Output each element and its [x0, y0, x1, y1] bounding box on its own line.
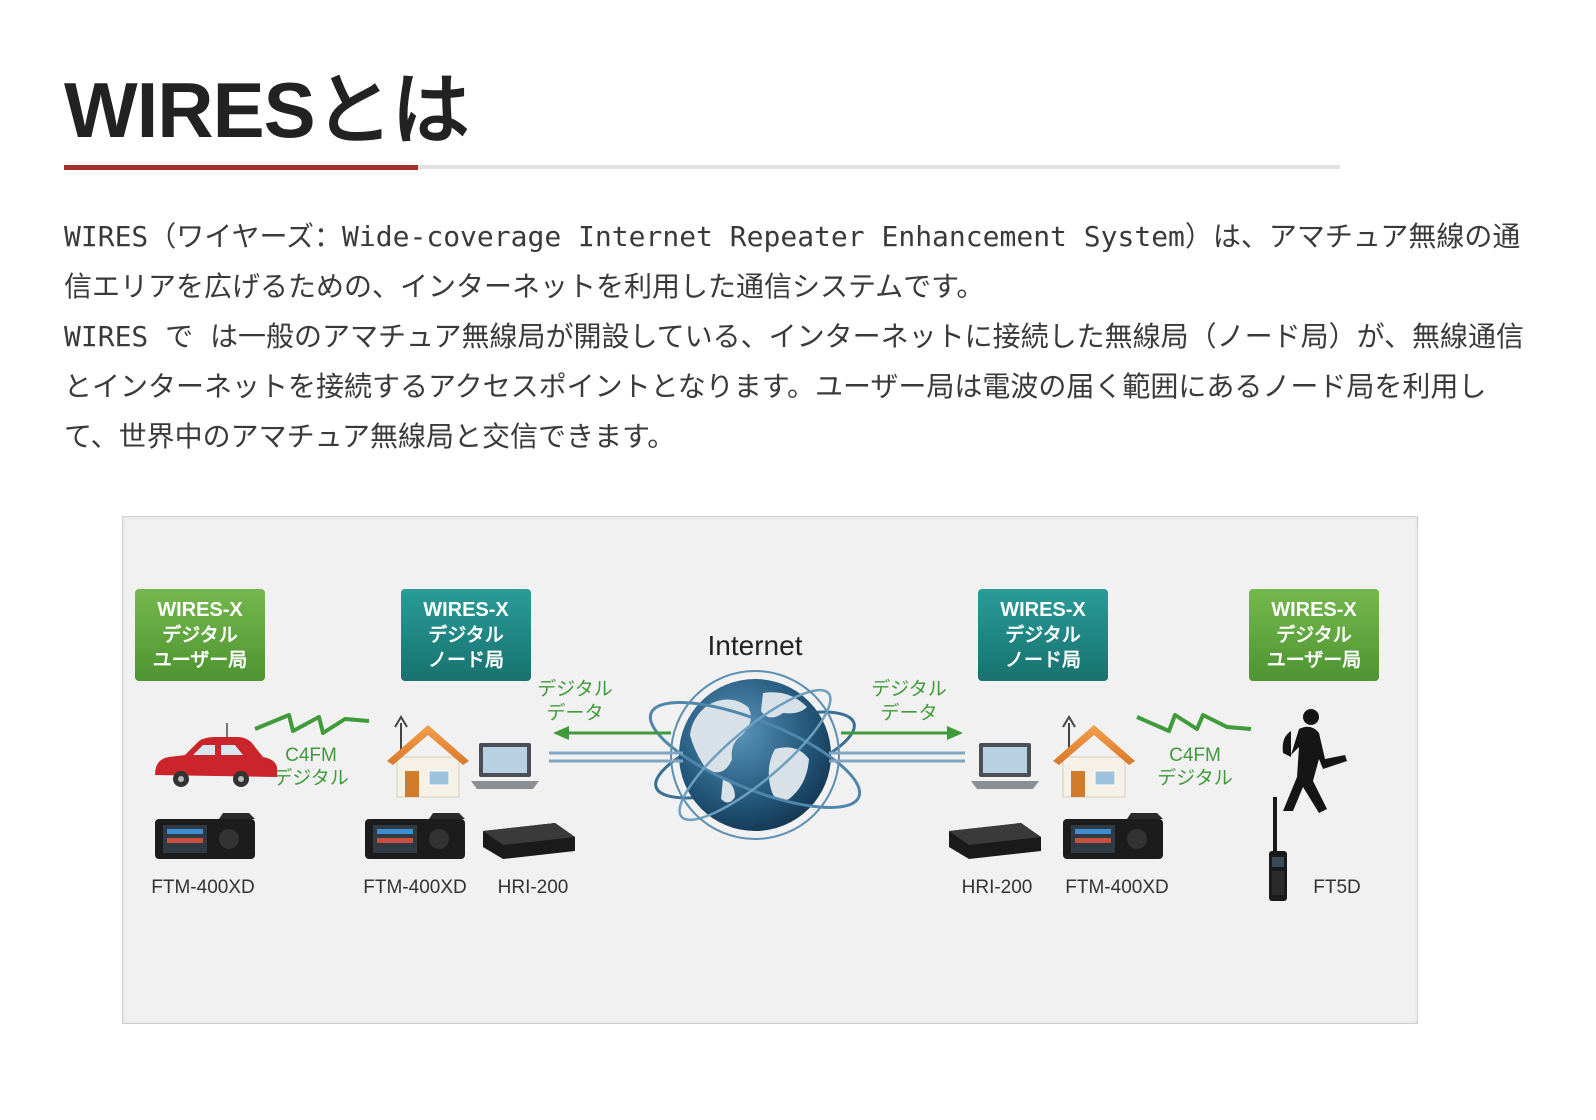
title-underline-accent	[64, 165, 418, 170]
page-title: WIRESとは	[64, 66, 470, 154]
badge-left-node-line2: デジタル	[428, 623, 504, 646]
label-left-node-interface: HRI-200	[498, 877, 569, 898]
badge-right-user-line1: WIRES-X	[1271, 599, 1357, 621]
house-right-icon	[1053, 715, 1135, 798]
wires-x-diagram: WIRES-X デジタル ユーザー局 WIRES-X デジタル ノード局 WIR…	[122, 516, 1418, 1024]
badge-left-node-line3: ノード局	[428, 649, 504, 671]
title-underline-gray	[64, 165, 1340, 169]
badge-left-user: WIRES-X デジタル ユーザー局	[135, 589, 265, 681]
data-label-left-line2: データ	[546, 702, 603, 724]
badge-right-node: WIRES-X デジタル ノード局	[978, 589, 1108, 681]
label-right-user-radio: FT5D	[1313, 877, 1361, 898]
intro-text: WIRES（ワイヤーズ：Wide-coverage Internet Repea…	[64, 212, 1532, 462]
mobile-radio-left-icon	[155, 813, 255, 859]
walking-person-icon	[1282, 709, 1347, 813]
badge-right-node-line1: WIRES-X	[1000, 599, 1086, 621]
hri-box-right-icon	[949, 823, 1041, 859]
mobile-radio-left-node-icon	[365, 813, 465, 859]
badge-left-user-line2: デジタル	[162, 623, 238, 646]
label-right-node-radio: FTM-400XD	[1065, 877, 1168, 898]
badge-right-node-line3: ノード局	[1005, 649, 1081, 671]
intro-paragraph-1: WIRES（ワイヤーズ：Wide-coverage Internet Repea…	[64, 220, 1521, 303]
label-right-node-interface: HRI-200	[962, 877, 1033, 898]
laptop-left-icon	[471, 743, 539, 789]
data-link-left	[549, 726, 683, 763]
c4fm-label-right-line2: デジタル	[1157, 767, 1233, 789]
c4fm-label-right-line1: C4FM	[1169, 745, 1221, 766]
badge-left-node-line1: WIRES-X	[423, 599, 509, 621]
badge-left-user-line3: ユーザー局	[153, 649, 248, 671]
internet-label: Internet	[708, 630, 803, 661]
badge-left-user-line1: WIRES-X	[157, 599, 243, 621]
laptop-right-icon	[971, 743, 1039, 789]
badge-right-user-line2: デジタル	[1276, 623, 1352, 646]
globe-icon	[648, 670, 862, 840]
data-link-right	[829, 726, 965, 763]
label-left-user-radio: FTM-400XD	[151, 877, 254, 898]
hri-box-left-icon	[483, 823, 575, 859]
data-label-right-line2: データ	[880, 702, 937, 724]
car-icon	[155, 723, 277, 787]
badge-right-node-line2: デジタル	[1005, 623, 1081, 646]
intro-paragraph-2: WIRES で は一般のアマチュア無線局が開設している、インターネットに接続した…	[64, 320, 1525, 453]
data-label-left-line1: デジタル	[537, 678, 613, 700]
badge-left-node: WIRES-X デジタル ノード局	[401, 589, 531, 681]
handheld-radio-icon	[1269, 797, 1287, 901]
radio-wave-right-icon	[1136, 713, 1252, 733]
badge-right-user-line3: ユーザー局	[1267, 649, 1362, 671]
c4fm-label-left-line1: C4FM	[285, 745, 337, 766]
house-left-icon	[387, 715, 469, 798]
label-left-node-radio: FTM-400XD	[363, 877, 466, 898]
mobile-radio-right-node-icon	[1063, 813, 1163, 859]
data-label-right-line1: デジタル	[871, 678, 947, 700]
badge-right-user: WIRES-X デジタル ユーザー局	[1249, 589, 1379, 681]
c4fm-label-left-line2: デジタル	[273, 767, 349, 789]
radio-wave-left-icon	[254, 713, 370, 735]
